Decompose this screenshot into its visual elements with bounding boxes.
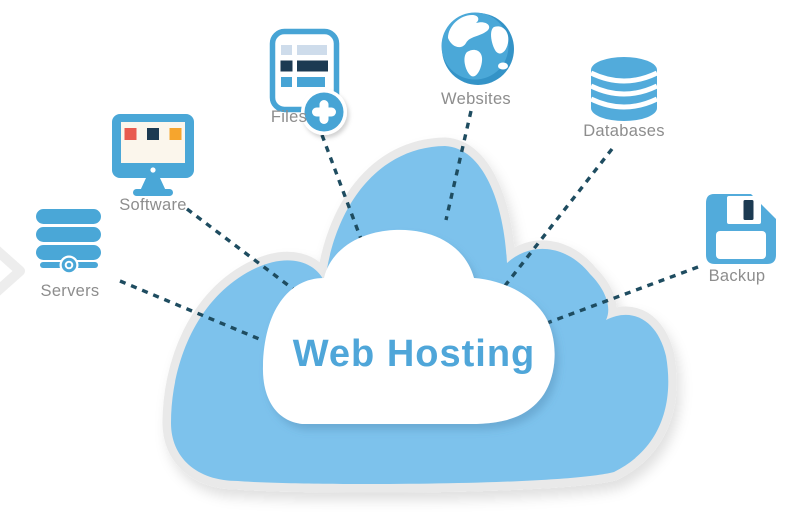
backup-label: Backup <box>708 267 766 285</box>
software-label: Software <box>119 196 187 214</box>
software-icon <box>112 114 194 196</box>
connector-servers <box>119 279 265 343</box>
chevron-right-watermark-icon <box>0 246 25 296</box>
servers-label: Servers <box>40 282 100 300</box>
connector-software <box>185 207 311 303</box>
files-icon <box>269 28 347 135</box>
connector-backup <box>546 265 699 325</box>
connector-files <box>320 134 369 256</box>
databases-label: Databases <box>583 122 665 140</box>
inner-cloud-shape <box>262 229 555 424</box>
servers-icon <box>36 209 101 275</box>
backup-floppy-icon <box>706 194 776 264</box>
websites-globe-icon <box>441 12 514 85</box>
databases-icon <box>589 57 659 121</box>
connector-databases <box>502 147 614 289</box>
websites-label: Websites <box>441 90 511 108</box>
files-label: Files <box>270 108 308 126</box>
add-plus-icon <box>301 89 347 135</box>
cloud-title: Web Hosting <box>292 333 536 375</box>
